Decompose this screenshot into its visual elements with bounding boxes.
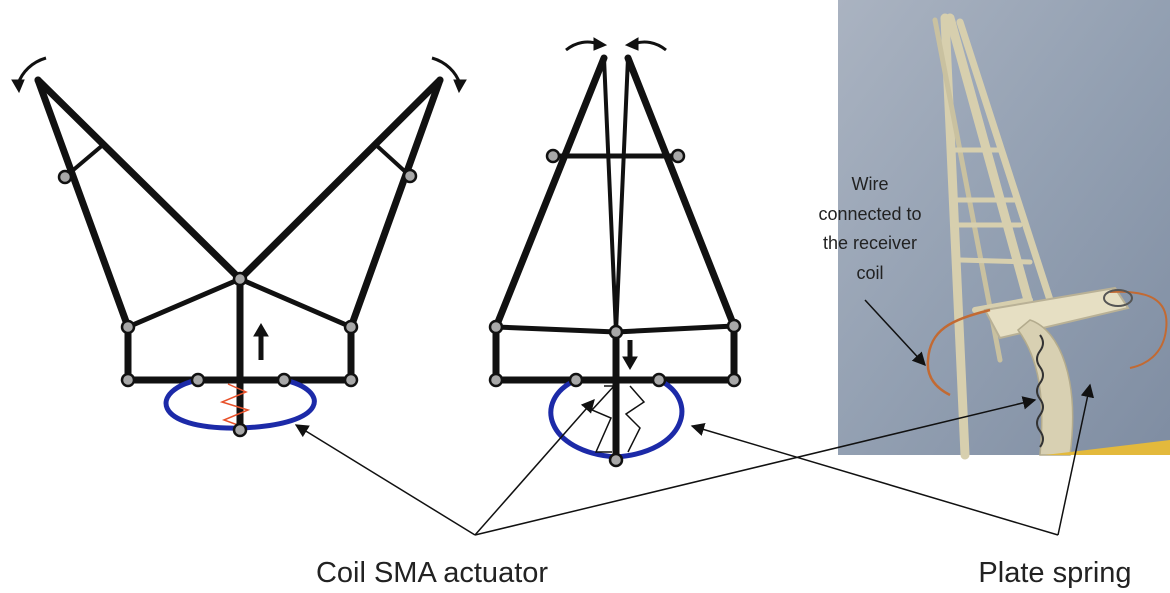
gripper-closed: [488, 37, 742, 468]
gripper-open: [11, 56, 467, 438]
prototype-coil-ring: [1103, 289, 1133, 307]
rotation-arrow-closed-right: [624, 37, 667, 52]
sma-coil-open: [219, 383, 251, 429]
gripper-open-joints: [57, 168, 418, 438]
prototype-photo: [838, 0, 1170, 460]
rotation-arrow-open-left: [11, 56, 47, 94]
down-arrow: [622, 340, 638, 370]
plate-spring-label: Plate spring: [978, 557, 1131, 589]
sma-coil-closed-right: [624, 385, 646, 453]
up-arrow: [253, 323, 269, 360]
prototype-plate: [983, 286, 1130, 340]
prototype-wire-left: [926, 308, 991, 397]
gripper-open-links: [34, 76, 444, 434]
prototype-frame: [932, 13, 1054, 460]
gripper-closed-joints: [488, 148, 742, 468]
rotation-arrow-open-right: [431, 56, 467, 94]
wire-label-line-4: coil: [856, 263, 883, 283]
leader-lines: [294, 299, 1095, 536]
gripper-closed-links: [492, 54, 738, 464]
coil-sma-actuator-label: Coil SMA actuator: [316, 557, 548, 589]
wire-label-line-3: the receiver: [823, 233, 917, 253]
rotation-arrow-closed-left: [565, 37, 608, 52]
sma-coil-closed: [590, 385, 616, 453]
prototype-wire-right: [1109, 290, 1168, 369]
wire-label-line-2: connected to: [818, 204, 921, 224]
prototype-sma-coil: [1036, 334, 1044, 448]
wire-label-line-1: Wire: [852, 174, 889, 194]
wire-label: Wire connected to the receiver coil: [818, 174, 921, 283]
